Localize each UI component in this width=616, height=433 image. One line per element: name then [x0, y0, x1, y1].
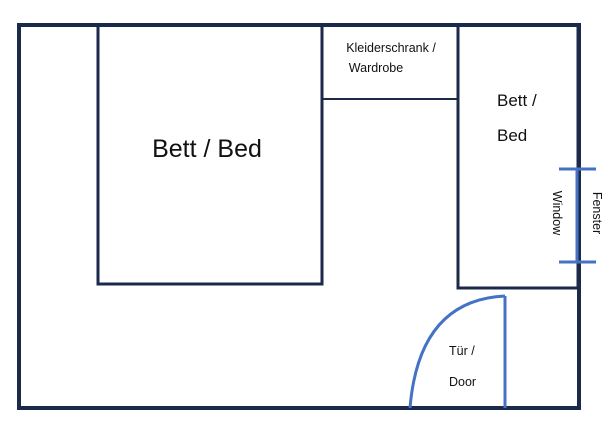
wardrobe-label-line2: Wardrobe [349, 61, 403, 75]
small-bed [456, 23, 580, 290]
wardrobe-label-line1: Kleiderschrank / [346, 41, 436, 55]
small-bed-label-line1: Bett / [497, 91, 537, 110]
big-bed [96, 23, 324, 286]
door [408, 294, 507, 409]
window [559, 167, 596, 264]
door-label-line2: Door [449, 375, 476, 389]
outer-wall [17, 23, 581, 410]
door-label-line1: Tür / [449, 344, 475, 358]
small-bed-label-line2: Bed [497, 126, 527, 145]
window-label-en: Window [550, 191, 564, 236]
window-label-de: Fenster [590, 192, 604, 234]
big-bed-label: Bett / Bed [152, 135, 262, 163]
